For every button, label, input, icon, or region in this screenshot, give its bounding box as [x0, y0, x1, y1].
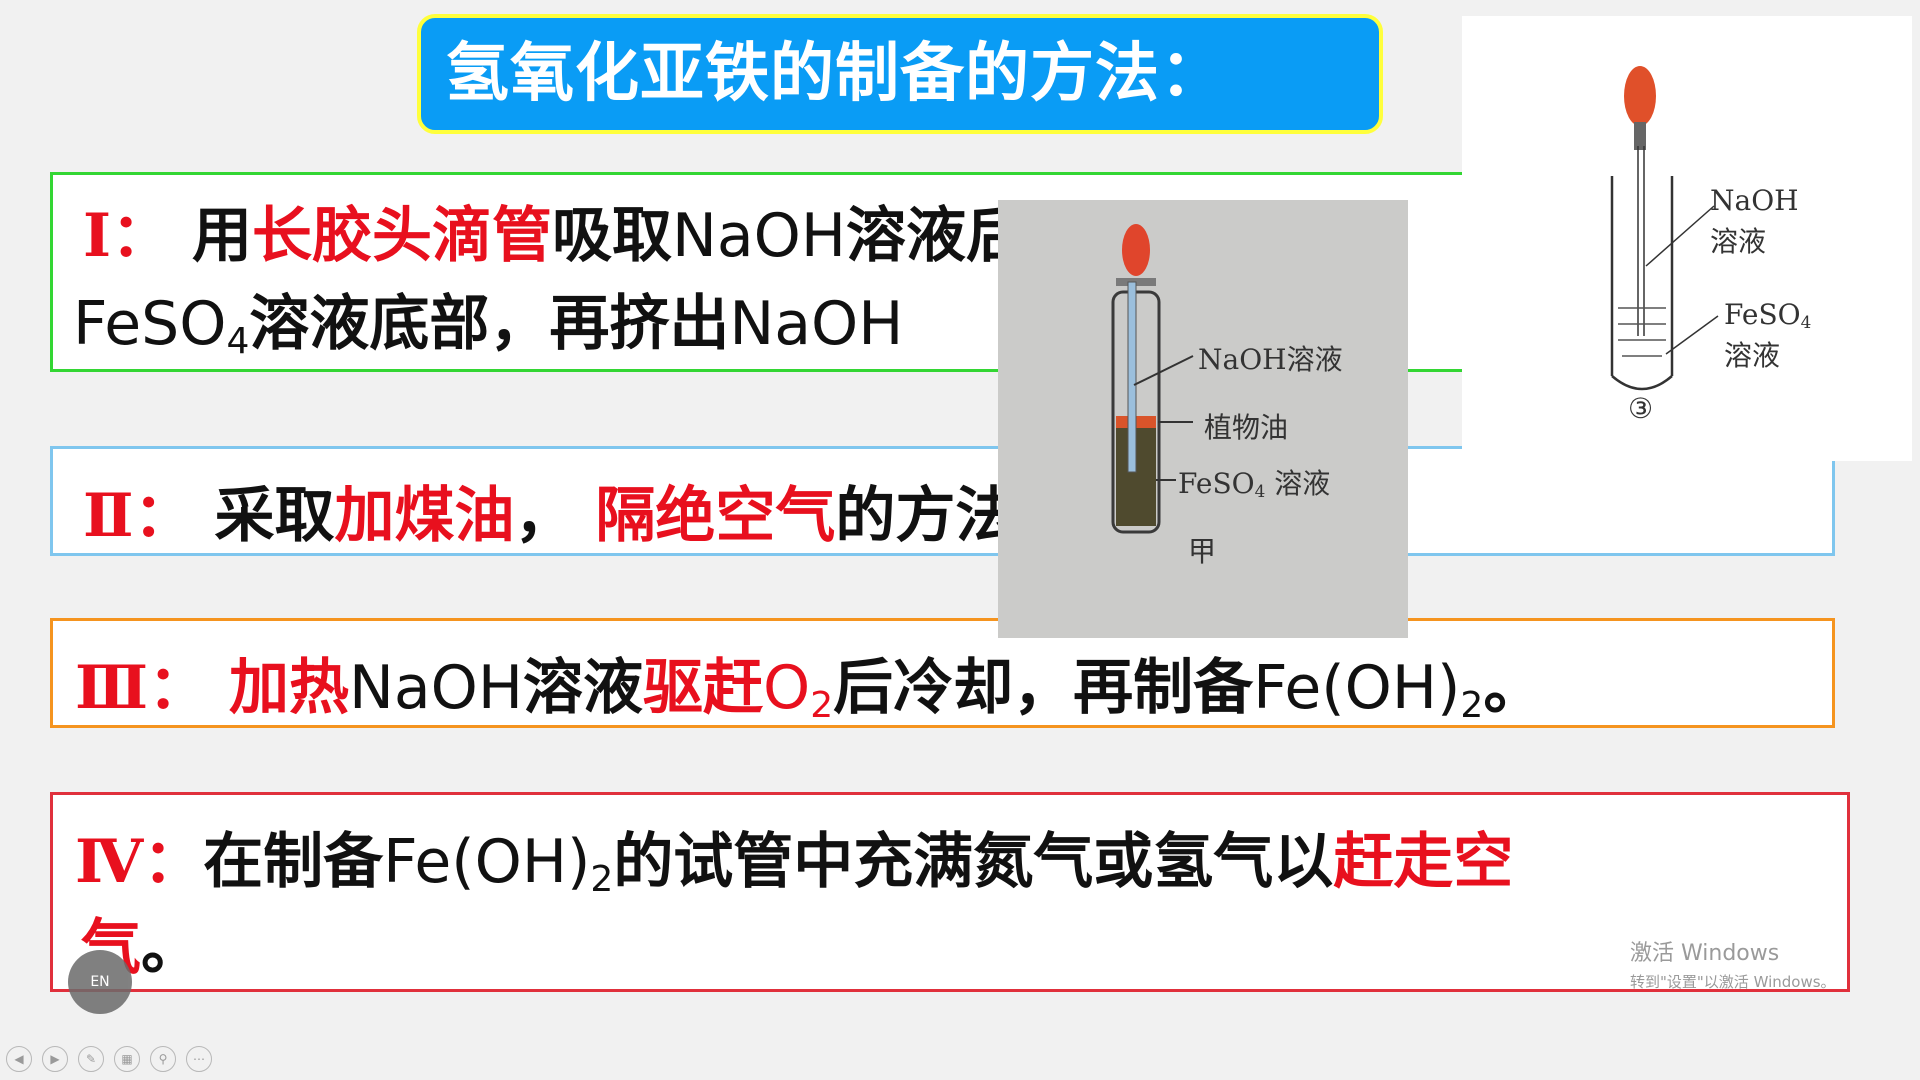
- rule-1-line-2: FeSO4溶液底部，再挤出NaOH: [73, 289, 904, 362]
- slideshow-toolbar: ◀ ▶ ✎ ▦ ⚲ ⋯: [6, 1046, 212, 1074]
- rule-4-line-2: 气。: [81, 913, 201, 983]
- label-naoh-solution: NaOH溶液: [1198, 343, 1343, 376]
- label-solution-2: 溶液: [1724, 339, 1781, 372]
- label-circle-3: ③: [1628, 392, 1654, 425]
- label-solution-1: 溶液: [1710, 225, 1767, 258]
- previous-slide-icon[interactable]: ◀: [6, 1046, 32, 1072]
- next-slide-icon[interactable]: ▶: [42, 1046, 68, 1072]
- more-options-icon[interactable]: ⋯: [186, 1046, 212, 1072]
- label-feso4-solution: FeSO4 溶液: [1178, 467, 1331, 502]
- rule-2-box: Ⅱ： 采取加煤油， 隔绝空气的方法进行操作。: [50, 446, 1835, 556]
- zoom-icon[interactable]: ⚲: [150, 1046, 176, 1072]
- label-vegetable-oil: 植物油: [1204, 411, 1289, 444]
- rule-1-line-1: Ⅰ： 用长胶头滴管吸取NaOH溶液后将滴: [83, 201, 1146, 271]
- language-en-icon[interactable]: EN: [68, 950, 132, 1014]
- rule-3-box: Ⅲ： 加热NaOH溶液驱赶O2后冷却，再制备Fe(OH)2。: [50, 618, 1835, 728]
- rule-3-line: Ⅲ： 加热NaOH溶液驱赶O2后冷却，再制备Fe(OH)2。: [75, 653, 1544, 726]
- windows-activation-watermark: 激活 Windows 转到"设置"以激活 Windows。: [1630, 941, 1836, 991]
- label-caption-jia: 甲: [1188, 535, 1217, 568]
- sketch-diagram: NaOH 溶液 FeSO4 溶液 ③: [1462, 16, 1912, 461]
- test-tube-drawing: [1111, 224, 1194, 534]
- label-naoh: NaOH: [1710, 184, 1799, 217]
- test-tube-photo: NaOH溶液 植物油 FeSO4 溶液 甲: [998, 200, 1408, 638]
- slide-grid-icon[interactable]: ▦: [114, 1046, 140, 1072]
- slide-title: 氢氧化亚铁的制备的方法：: [417, 14, 1383, 134]
- rule-4-line-1: Ⅳ：在制备Fe(OH)2的试管中充满氮气或氢气以赶走空: [75, 827, 1514, 900]
- sketch-drawing: [1610, 66, 1719, 391]
- pen-icon[interactable]: ✎: [78, 1046, 104, 1072]
- label-feso4: FeSO4: [1724, 298, 1812, 333]
- rule-4-box: Ⅳ：在制备Fe(OH)2的试管中充满氮气或氢气以赶走空 气。: [50, 792, 1850, 992]
